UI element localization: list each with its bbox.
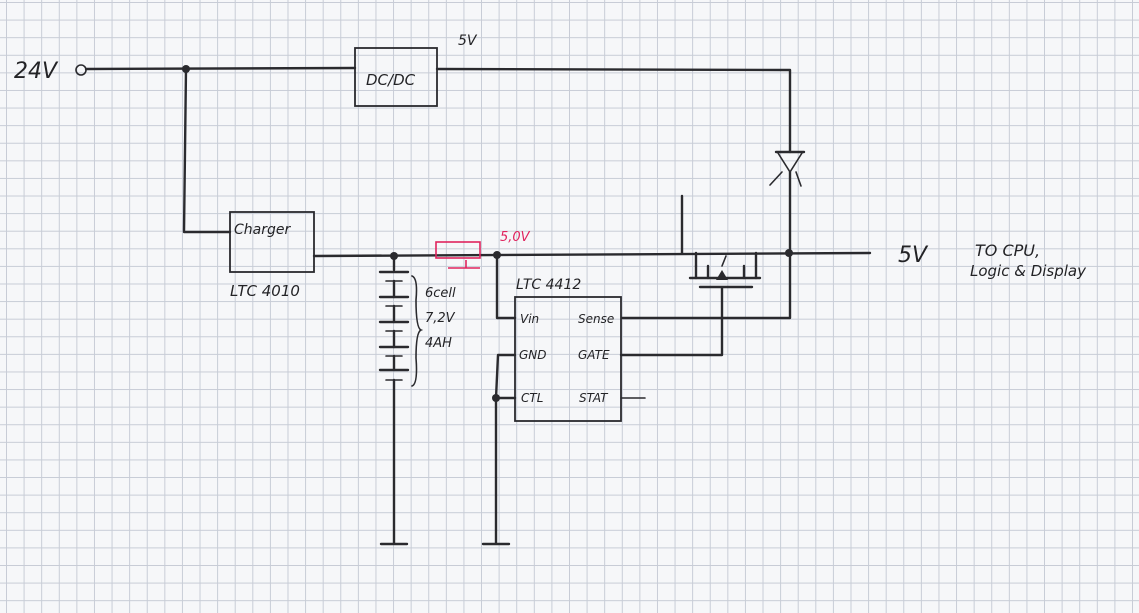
pin-stat-label: STAT [579,391,609,405]
dcdc-output-label: 5V [458,33,478,49]
wire-input-to-dcdc [84,66,357,71]
dcdc-label: DC/DC [366,71,416,89]
pin-gnd-label: GND [519,348,547,362]
battery-stack [378,254,410,546]
pin-vin-label: Vin [520,312,539,326]
charger-label: Charger [234,222,291,238]
output-destination-line-1: TO CPU, [975,241,1040,260]
output-voltage-label: 5V [898,243,929,268]
battery-voltage-label: 7,2V [425,311,456,326]
fuse-annotation [435,241,481,269]
pin-gate-label: GATE [578,348,610,362]
wire-input-to-charger [182,67,232,234]
wire-gate [619,286,724,357]
output-destination-line-2: Logic & Display [970,262,1087,280]
wire-gnd [494,353,517,545]
pin-ctl-label: CTL [521,391,543,405]
measured-voltage-label: 5,0V [500,230,531,245]
dcdc-converter [354,47,438,107]
wire-dcdc-output [435,67,792,154]
ltc4412-chip [514,296,622,422]
wire-main-rail [312,251,872,258]
battery-cells-label: 6cell [425,286,456,301]
input-terminal [75,64,87,76]
pfet-transistor [680,194,762,289]
diode [769,150,806,187]
junction-output [785,249,793,257]
battery-brace [411,275,424,387]
input-voltage-label: 24V [14,59,59,84]
wire-diode-to-sense [620,170,792,320]
charger-part-label: LTC 4010 [230,282,300,300]
charger-box [229,211,315,273]
wire-vin [495,254,517,320]
battery-capacity-label: 4AH [425,336,452,351]
ltc4412-part-label: LTC 4412 [516,277,581,293]
pin-sense-label: Sense [578,312,614,326]
